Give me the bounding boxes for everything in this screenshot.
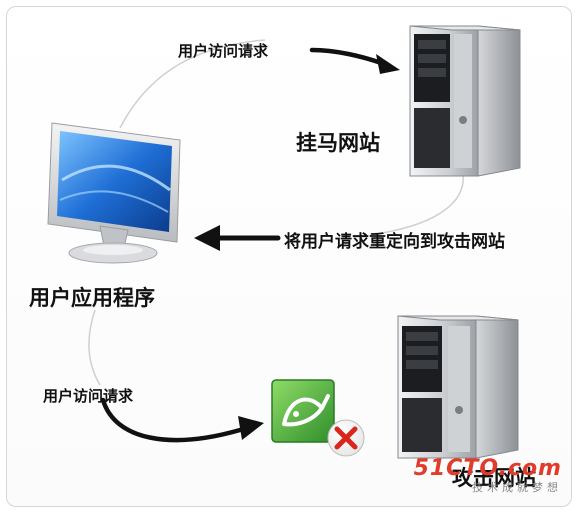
watermark: 51CTO.com 技术成就梦想 [414, 456, 562, 495]
green-app-icon [271, 379, 335, 443]
red-x-icon [327, 419, 365, 457]
arrow-user-to-attack [100, 397, 264, 443]
flow-curve-right [369, 167, 464, 236]
label-trojan-site: 挂马网站 [296, 131, 380, 155]
label-user-request-bottom: 用户访问请求 [43, 387, 134, 405]
arrow-user-to-trojan [309, 47, 400, 74]
arrow-redirect-to-user [194, 225, 281, 251]
server-tower-icon-trojan [409, 25, 521, 177]
label-redirect: 将用户请求重定向到攻击网站 [284, 232, 505, 252]
label-user-request-top: 用户访问请求 [178, 42, 269, 60]
watermark-slogan: 技术成就梦想 [472, 481, 562, 494]
watermark-brand: 51CTO.com [413, 456, 562, 481]
label-attack-site: 攻击网站 [452, 466, 536, 490]
flow-curve-top [119, 39, 266, 129]
label-user-app: 用户应用程序 [29, 286, 155, 310]
server-tower-icon-attack [397, 315, 519, 459]
monitor-icon [47, 122, 181, 264]
flow-curve-left [88, 309, 101, 386]
